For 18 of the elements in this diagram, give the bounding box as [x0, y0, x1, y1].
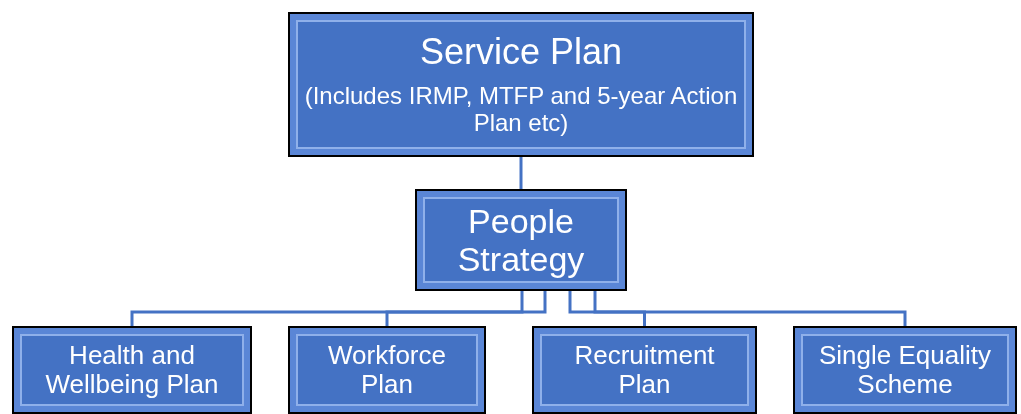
box-title: Recruitment Plan	[573, 340, 716, 400]
plan-box	[12, 326, 252, 414]
box-title: Service Plan	[419, 32, 623, 73]
box-title: Workforce Plan	[327, 340, 447, 400]
plan-box	[793, 326, 1017, 414]
box-title: People Strategy	[456, 201, 586, 279]
connector-line	[593, 291, 907, 326]
box-title: Single Equality Scheme	[818, 340, 992, 400]
plan-box	[415, 189, 627, 291]
connector-line	[385, 291, 547, 326]
box-subtitle: (Includes IRMP, MTFP and 5-year Action Plan etc)	[304, 82, 738, 137]
connector-line	[568, 291, 646, 326]
connector-line	[130, 291, 524, 326]
plan-box	[288, 12, 754, 157]
connector-line	[519, 157, 523, 189]
plan-box	[532, 326, 757, 414]
plan-box	[288, 326, 486, 414]
box-title: Health and Wellbeing Plan	[44, 340, 220, 400]
